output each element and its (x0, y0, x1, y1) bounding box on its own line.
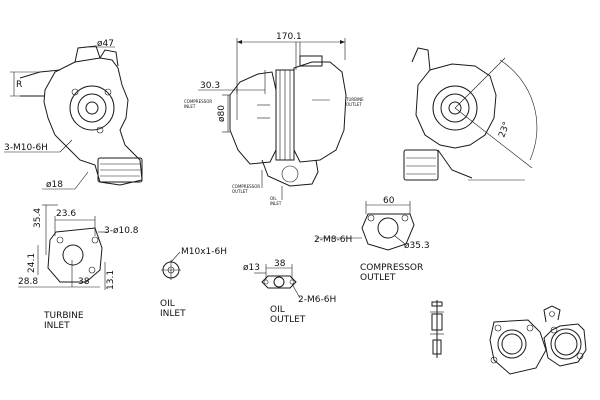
label-oil-inlet-line1: OIL (160, 299, 175, 309)
dim-oil-outlet-dia: ø13 (243, 263, 260, 273)
label-turbine-outlet-line2: OUTLET (346, 102, 362, 107)
bolt-pin-view (430, 300, 444, 358)
label-compressor-inlet-line2: INLET (184, 104, 196, 109)
dim-oil-inlet-thread: M10x1-6H (181, 247, 227, 257)
dim-compressor-width: 60 (383, 196, 395, 206)
dim-overall-length: 170.1 (276, 32, 302, 42)
oil-inlet-view (161, 251, 181, 280)
label-compressor-outlet-small-line1: COMPRESSOR (232, 184, 260, 189)
dim-top-left-diameter: ø47 (97, 39, 114, 49)
dim-oil-outlet-spacing: 38 (274, 259, 286, 269)
dim-flange-height: 35.4 (33, 208, 43, 228)
dim-inlet-dia: ø80 (217, 105, 227, 122)
label-oil-outlet-line1: OIL (270, 305, 285, 315)
dim-top-left-small-dia: ø18 (46, 180, 63, 190)
label-turbine-inlet-line2: INLET (44, 321, 70, 331)
right-view-turbo (403, 47, 538, 181)
dim-angle: 23° (497, 121, 512, 139)
dim-flange-h2: 38 (78, 277, 90, 287)
label-oil-outlet-line2: OUTLET (270, 315, 306, 325)
dim-flange-holes: 3-ø10.8 (104, 226, 139, 236)
dim-flange-width: 23.6 (56, 209, 76, 219)
label-compressor-outlet-line1: COMPRESSOR (360, 263, 423, 273)
compressor-outlet-view (316, 201, 415, 251)
dim-flange-h-offset: 28.8 (18, 277, 38, 287)
oil-outlet-view (254, 264, 301, 299)
label-oil-inlet-line2: INLET (160, 309, 186, 319)
label-compressor-outlet-line2: OUTLET (360, 273, 396, 283)
label-oil-inlet-small-line1: OIL (270, 196, 277, 201)
dim-compressor-bolts: 2-M8-6H (314, 235, 352, 245)
dim-flange-v2: 13.1 (106, 270, 116, 290)
dim-flange-v-offset: 24.1 (27, 253, 37, 273)
label-compressor-outlet-small-line2: OUTLET (232, 189, 248, 194)
dim-compressor-dia: ø35.3 (404, 241, 430, 251)
label-oil-inlet-small-line2: INLET (270, 201, 282, 206)
center-view-turbo (198, 38, 347, 200)
dim-oil-outlet-bolts: 2-M6-6H (298, 295, 336, 305)
gaskets-view (489, 305, 587, 375)
left-view-turbo (4, 45, 143, 190)
label-compressor-inlet-line1: COMPRESSOR (184, 99, 212, 104)
dim-r-mark: R (16, 80, 22, 90)
dim-offset: 30.3 (200, 81, 220, 91)
label-turbine-outlet-line1: TURBINE (345, 97, 364, 102)
dim-top-left-bolt: 3-M10-6H (4, 143, 48, 153)
label-turbine-inlet-line1: TURBINE (43, 311, 84, 321)
turbine-inlet-flange (18, 204, 108, 290)
